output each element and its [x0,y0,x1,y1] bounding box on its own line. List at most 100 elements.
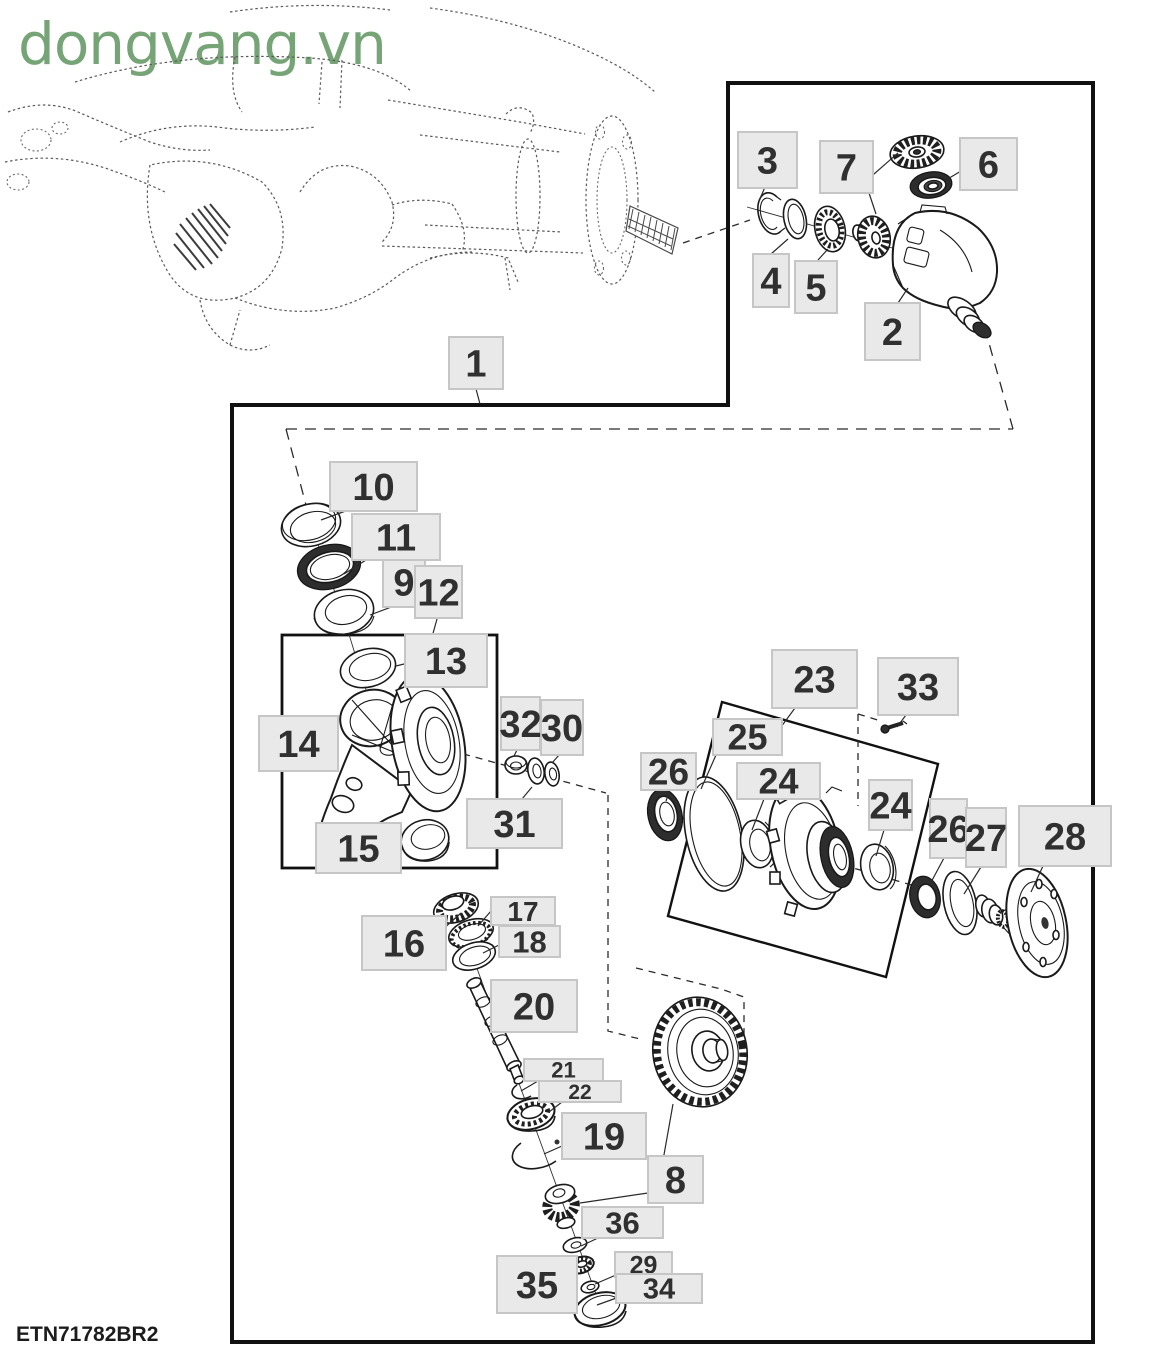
part-bevel-pinion-8 [542,1183,580,1230]
part-ring-gear-8 [651,996,749,1108]
part-wheel-hub-28 [974,867,1069,979]
svg-text:11: 11 [376,517,416,559]
svg-text:10: 10 [352,467,394,509]
callout-4[interactable]: 4 [752,253,790,308]
part-washer-31 [527,757,545,785]
callout-11[interactable]: 11 [351,513,441,561]
part-bevel-gear-7a [889,134,945,170]
callout-5[interactable]: 5 [794,260,838,314]
svg-text:26: 26 [927,809,969,851]
svg-text:13: 13 [425,641,467,683]
callout-6[interactable]: 6 [959,137,1018,191]
callout-12[interactable]: 12 [414,565,463,619]
callout-28[interactable]: 28 [1018,805,1112,867]
part-snap-ring-3 [757,192,786,235]
part-bearing-5 [813,205,847,253]
callout-2[interactable]: 2 [864,302,921,361]
callout-15[interactable]: 15 [315,822,402,874]
callout-24-b[interactable]: 24 [868,779,913,831]
housing-hatch [173,203,231,271]
svg-text:26: 26 [648,751,689,792]
svg-text:31: 31 [493,804,535,846]
callout-14[interactable]: 14 [258,715,339,772]
callout-31[interactable]: 31 [466,798,563,849]
svg-text:35: 35 [516,1265,558,1307]
callout-16[interactable]: 16 [361,915,447,971]
svg-text:24: 24 [869,785,911,827]
svg-text:30: 30 [541,708,583,750]
svg-text:33: 33 [897,667,939,709]
svg-text:24: 24 [758,761,798,802]
svg-text:21: 21 [551,1058,575,1083]
svg-text:14: 14 [277,724,319,766]
svg-text:23: 23 [793,659,835,701]
svg-text:25: 25 [727,717,767,758]
svg-text:16: 16 [383,923,425,965]
part-seal-26b [909,875,941,919]
svg-text:15: 15 [337,828,379,870]
svg-text:2: 2 [882,312,903,354]
svg-text:27: 27 [965,818,1007,860]
part-washer-9 [313,588,375,636]
callout-19[interactable]: 19 [561,1112,647,1160]
svg-text:6: 6 [978,144,999,186]
figure-code: ETN71782BR2 [16,1323,158,1346]
part-washer-30 [543,761,561,787]
part-steering-knuckle-12 [318,669,467,848]
part-nut-32 [504,755,528,775]
svg-text:18: 18 [512,924,546,959]
callout-32[interactable]: 32 [499,696,542,751]
part-bearing-24b [859,843,897,891]
svg-text:34: 34 [643,1274,675,1306]
callout-20[interactable]: 20 [490,979,578,1033]
svg-text:28: 28 [1044,816,1086,858]
callout-24[interactable]: 24 [736,761,821,802]
part-bearing-22 [506,1097,556,1132]
svg-text:19: 19 [583,1116,625,1158]
callout-26[interactable]: 26 [640,751,697,792]
callout-36[interactable]: 36 [581,1205,664,1240]
svg-text:20: 20 [513,986,555,1028]
part-seal-26a [646,788,684,842]
callout-1[interactable]: 1 [448,336,504,390]
svg-text:1: 1 [465,343,486,385]
svg-text:4: 4 [760,261,781,303]
svg-text:12: 12 [417,572,459,614]
callout-23[interactable]: 23 [771,649,858,709]
callout-18[interactable]: 18 [498,924,561,959]
callout-34[interactable]: 34 [615,1273,703,1306]
callout-33[interactable]: 33 [877,657,959,716]
part-shim-4 [782,198,808,240]
callout-25[interactable]: 25 [712,717,783,758]
part-bevel-gear-7b [852,215,892,259]
svg-text:17: 17 [507,896,538,927]
callout-7[interactable]: 7 [819,140,874,194]
callout-13[interactable]: 13 [404,633,488,688]
svg-text:7: 7 [836,147,857,189]
svg-text:9: 9 [393,562,414,604]
callout-35[interactable]: 35 [496,1255,578,1314]
callout-21[interactable]: 21 [523,1058,604,1083]
callout-27[interactable]: 27 [965,807,1007,868]
part-washer-34 [573,1291,627,1329]
callout-3[interactable]: 3 [737,131,798,189]
part-snap-ring-21 [511,1084,532,1100]
callout-26-b[interactable]: 26 [927,798,970,859]
part-seal-15 [400,818,450,862]
part-ring-18 [451,941,497,971]
svg-text:32: 32 [499,704,541,746]
callout-8[interactable]: 8 [647,1155,704,1204]
part-washer-29 [580,1280,600,1294]
callout-17[interactable]: 17 [490,896,556,927]
part-gasket-25 [683,776,745,892]
part-seal-11 [296,543,362,591]
callout-10[interactable]: 10 [329,461,418,512]
main-frame [230,81,1095,1344]
svg-text:8: 8 [665,1160,686,1202]
callout-30[interactable]: 30 [540,699,584,756]
svg-text:3: 3 [757,140,778,182]
callout-22[interactable]: 22 [538,1080,622,1104]
part-bearing-6 [909,171,953,199]
